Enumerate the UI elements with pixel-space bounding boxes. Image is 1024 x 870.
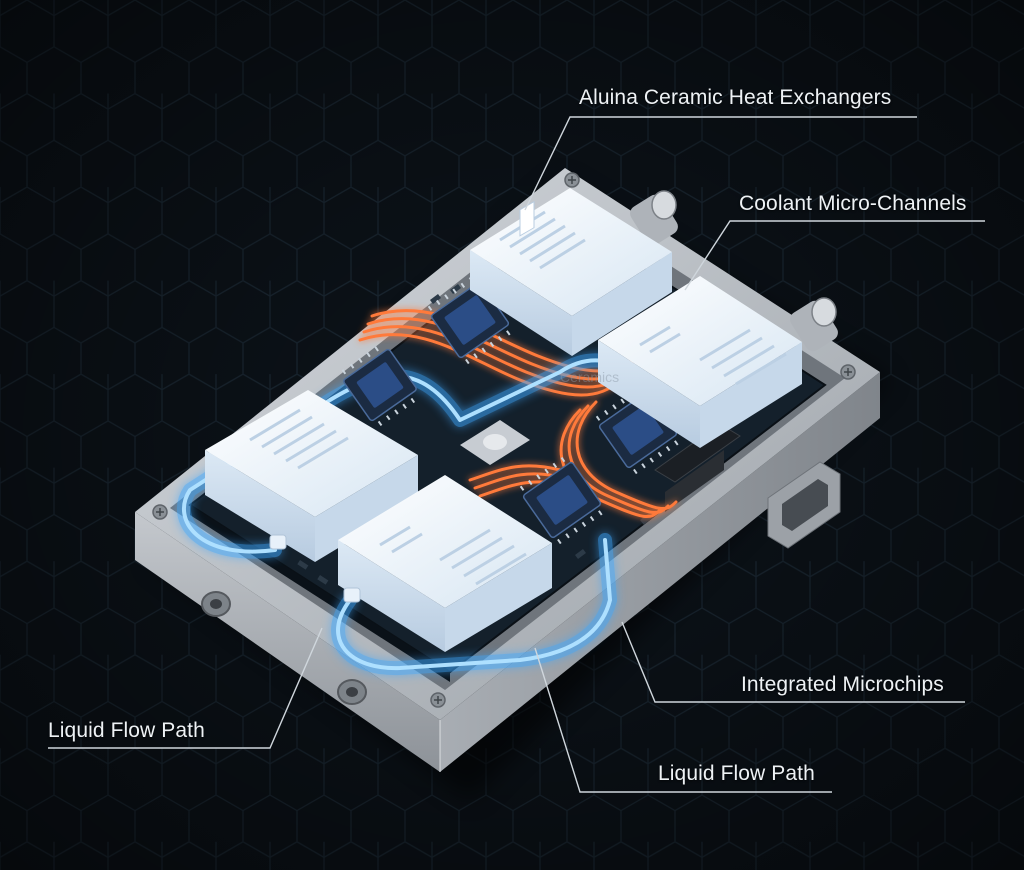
heat-exchanger bbox=[205, 390, 418, 562]
leader-line-micro-channels bbox=[684, 220, 985, 291]
pcb-connector-side bbox=[665, 450, 724, 512]
center-hub bbox=[460, 420, 530, 465]
label-flow-path-right: Liquid Flow Path bbox=[658, 762, 815, 785]
heat-exchanger bbox=[338, 475, 552, 652]
mounting-screws bbox=[152, 172, 856, 708]
coolant-port-icon bbox=[630, 190, 678, 246]
label-micro-channels: Coolant Micro-Channels bbox=[739, 192, 967, 215]
heat-exchanger bbox=[470, 188, 672, 356]
leader-line-flow-path-right bbox=[534, 647, 832, 793]
side-bracket-slot bbox=[782, 479, 828, 531]
leader-line-heat-exchangers bbox=[524, 116, 917, 211]
trace bbox=[358, 333, 622, 397]
heat-exchanger bbox=[598, 276, 802, 448]
coolant-port-icon bbox=[790, 297, 838, 352]
label-flow-path-left: Liquid Flow Path bbox=[48, 719, 205, 742]
mounting-screw-icon bbox=[564, 172, 580, 188]
tube-fitting bbox=[343, 587, 361, 603]
microchip bbox=[341, 346, 417, 427]
trace bbox=[362, 325, 628, 389]
housing-right-wall bbox=[440, 372, 880, 772]
coolant-ports bbox=[630, 190, 838, 352]
trace bbox=[575, 400, 678, 511]
mounting-screw-icon bbox=[201, 591, 231, 617]
microchip bbox=[519, 456, 603, 545]
leader-line-flow-path-left bbox=[48, 627, 323, 749]
label-heat-exchangers: Aluina Ceramic Heat Exchangers bbox=[579, 86, 892, 109]
trace bbox=[468, 464, 562, 482]
mounting-screw-icon bbox=[337, 679, 367, 705]
coolant-tube-core bbox=[336, 538, 612, 671]
mounting-screw-icon bbox=[430, 692, 446, 708]
mounting-screw-icon bbox=[840, 364, 856, 380]
leader-line-microchips bbox=[621, 621, 965, 703]
label-microchips: Integrated Microchips bbox=[741, 673, 944, 696]
watermark-text: Ceramics bbox=[560, 369, 619, 385]
heat-exchangers bbox=[205, 188, 802, 652]
housing-front-wall bbox=[135, 512, 440, 772]
trace bbox=[567, 404, 670, 515]
mounting-screw-icon bbox=[152, 504, 168, 520]
leader-lines bbox=[48, 116, 985, 793]
tube-fitting bbox=[269, 534, 287, 550]
